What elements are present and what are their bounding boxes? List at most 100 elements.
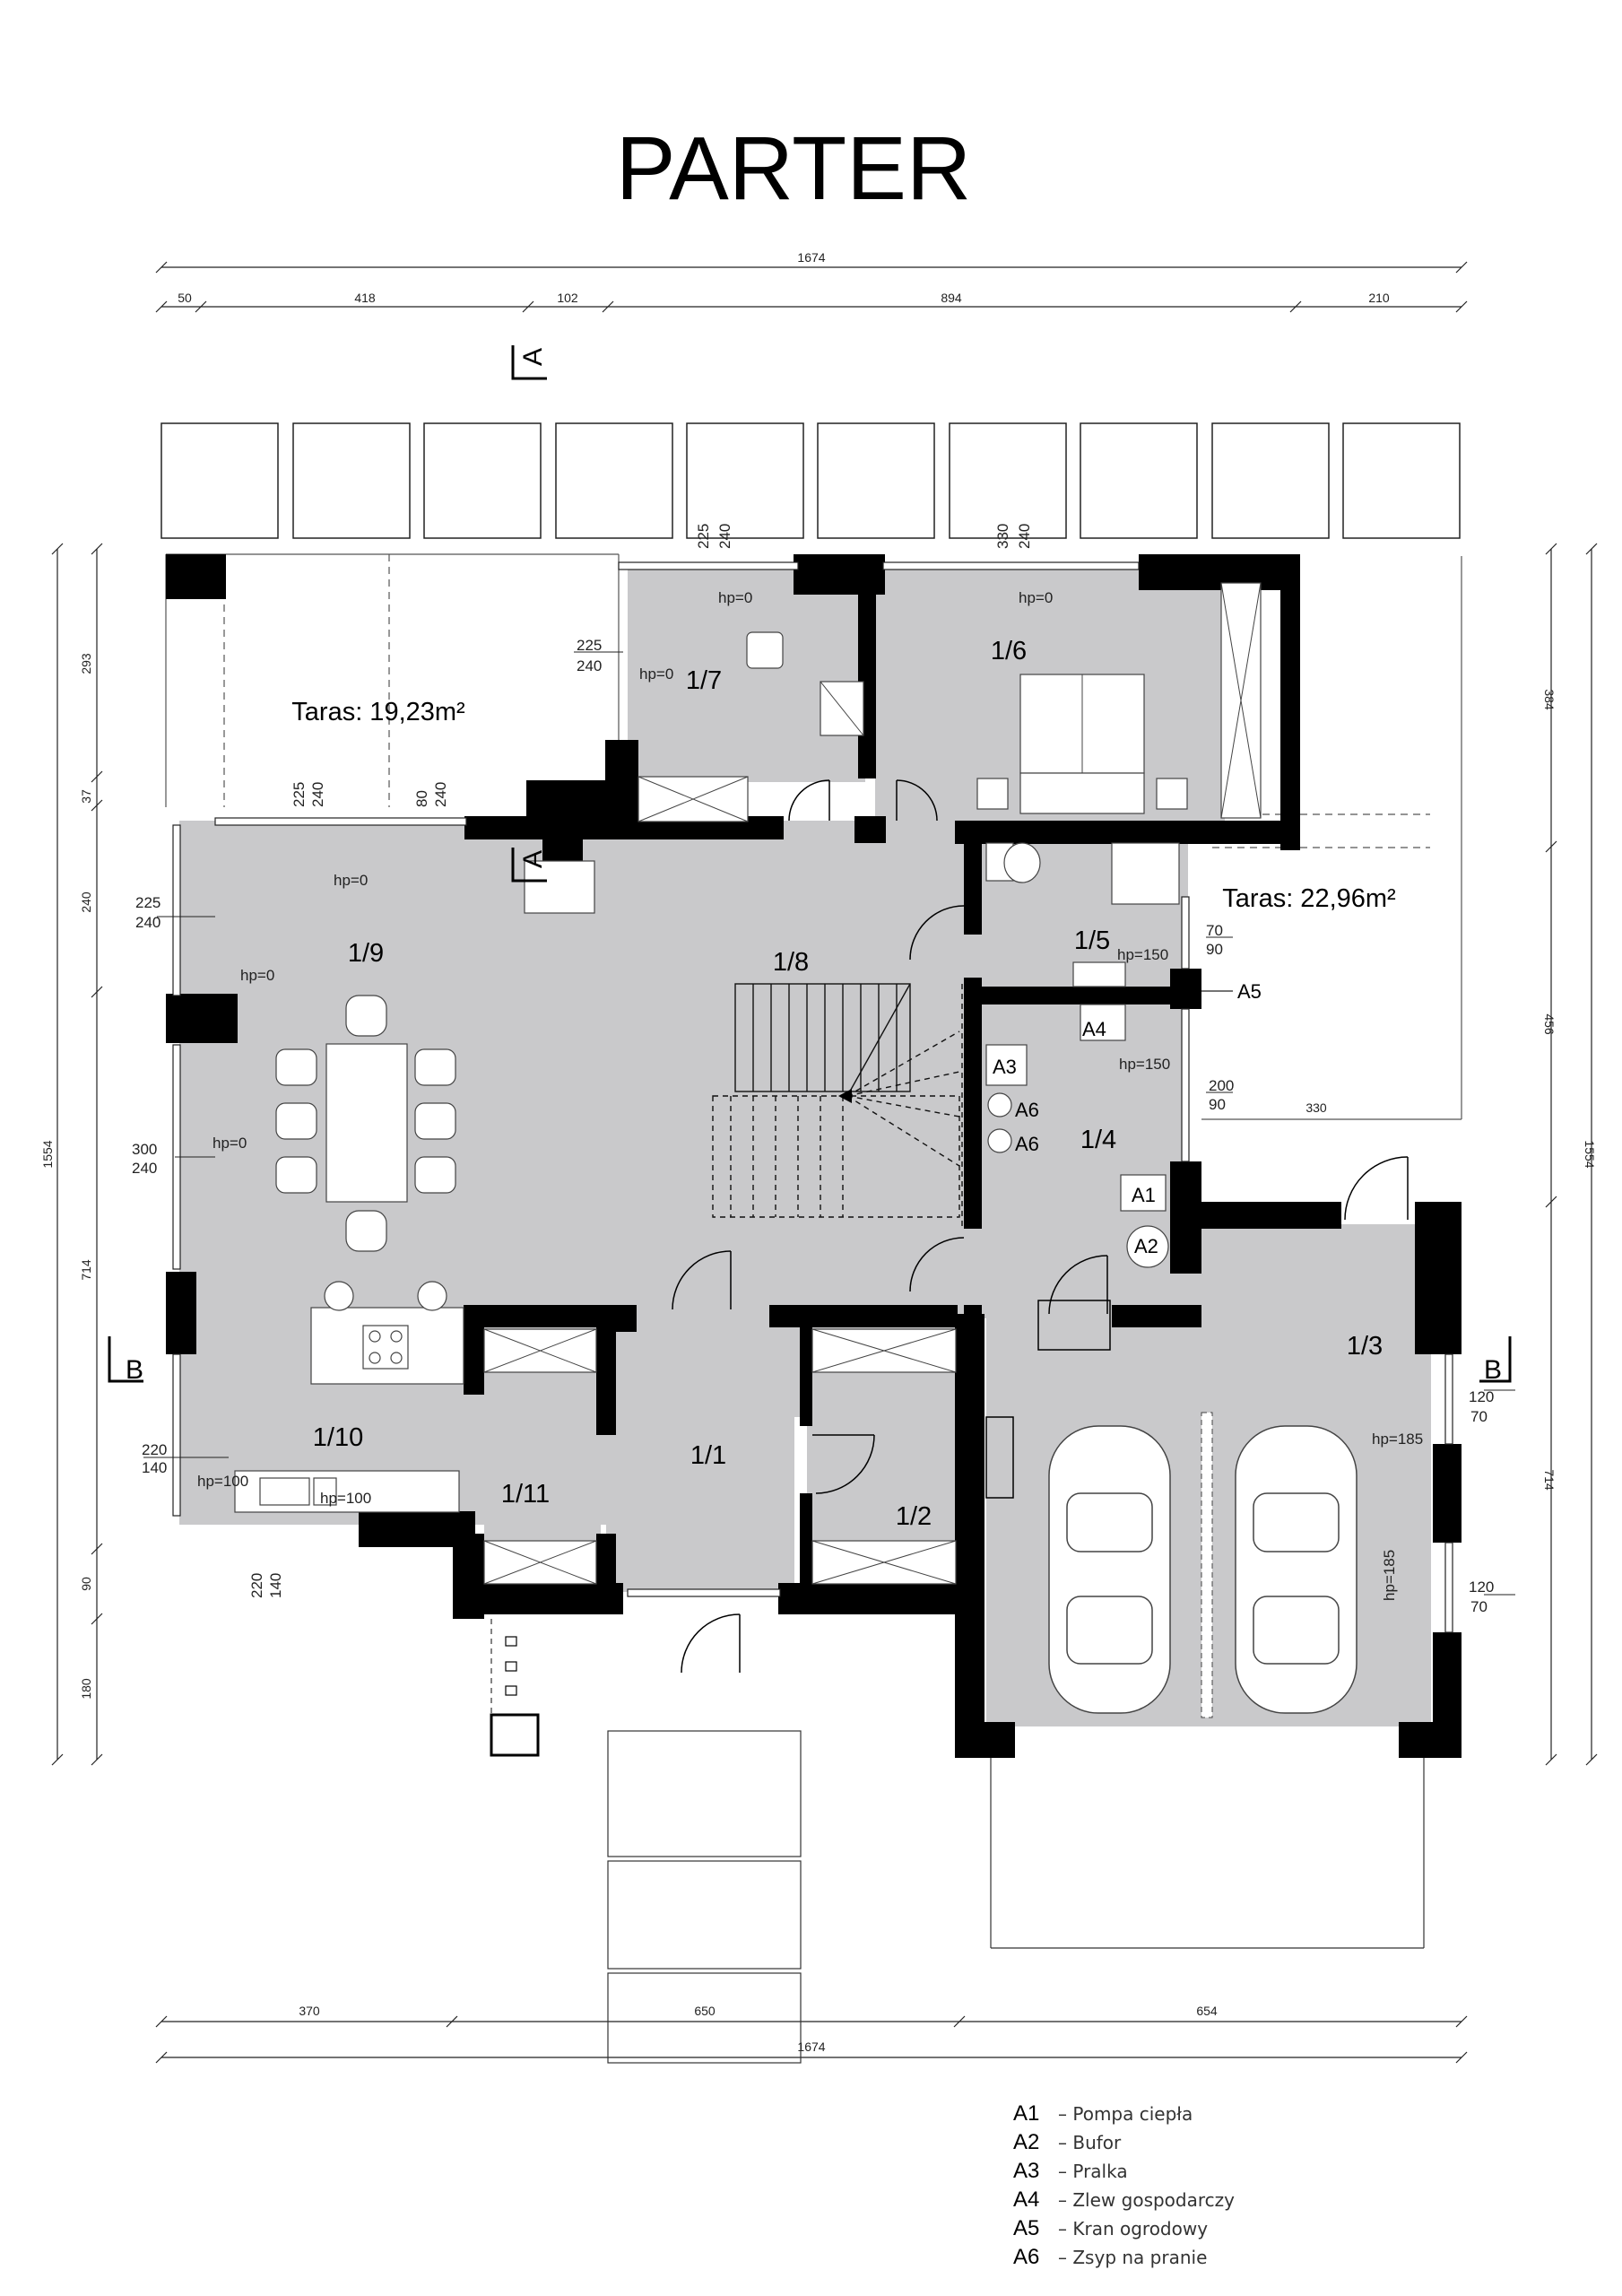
dimensions-right [1545,543,1598,1766]
equipment-a5: A5 [1237,980,1262,1003]
hp-label: hp=0 [213,1135,247,1152]
dimensions-top [155,261,1468,313]
wardrobe-marks [483,582,1262,1585]
room-label-1-2: 1/2 [896,1502,932,1531]
dim-top-seg: 210 [1368,291,1390,305]
section-a-top: A [518,348,548,366]
room-label-1-3: 1/3 [1347,1332,1383,1361]
stair-arrow-icon [838,1089,852,1103]
dim-top-seg: 894 [941,291,962,305]
opening-size: 200 [1209,1077,1234,1094]
hp-label: hp=150 [1119,1056,1170,1073]
opening-size: 120 [1469,1578,1494,1596]
legend-desc: – Zlew gospodarczy [1058,2189,1235,2211]
opening-size: 240 [135,914,160,931]
dim-left-seg: 180 [79,1678,93,1700]
legend: A1 – Pompa ciepła A2 – Bufor A3 – Pralka… [1013,2101,1235,2269]
opening-size: 240 [577,657,602,674]
opening-labels [143,651,1515,1596]
dim-left-overall: 1554 [40,1140,55,1168]
room-label-1-8: 1/8 [773,948,809,977]
equipment-a3: A3 [993,1056,1017,1078]
opening-size: 70 [1206,922,1223,939]
hp-label: hp=100 [197,1473,248,1490]
opening-size: 90 [1209,1096,1226,1113]
opening-size: 225 [695,524,712,549]
hp-label: hp=0 [718,589,752,606]
paving [490,1619,1425,2064]
dimensions-left [51,543,103,1766]
room-label-1-11: 1/11 [501,1480,550,1509]
dimensions-bottom [155,2015,1468,2064]
opening-size: 240 [432,782,449,807]
opening-size: 70 [1470,1408,1488,1425]
dim-left-seg: 293 [79,653,93,674]
plan-title: PARTER [616,118,971,219]
opening-size: 225 [291,782,308,807]
dim-top-overall: 1674 [797,250,825,265]
section-b-left: B [126,1355,143,1385]
hp-label: hp=0 [334,872,368,889]
opening-size: 225 [135,894,160,911]
pergola-slats [160,422,1461,539]
opening-size: 240 [716,524,733,549]
opening-size: 220 [142,1441,167,1458]
dim-bottom-seg: 370 [299,2004,320,2018]
dim-garage-top: 330 [1305,1100,1327,1115]
walls[interactable] [166,554,1462,1758]
equipment-a6: A6 [1015,1133,1039,1155]
opening-size: 300 [132,1141,157,1158]
legend-desc: – Pralka [1058,2161,1128,2182]
legend-code: A3 [1013,2159,1039,2183]
hp-label: hp=0 [240,967,274,984]
opening-size: 220 [248,1573,265,1598]
car-icon [1048,1425,1171,1714]
legend-desc: – Kran ogrodowy [1058,2218,1208,2239]
hp-label: hp=0 [1019,589,1053,606]
garage-drain [1201,1412,1213,1718]
dim-left-seg: 90 [79,1577,93,1591]
dim-left-seg: 714 [79,1259,93,1281]
opening-size: 140 [267,1573,284,1598]
dim-right-overall: 1554 [1583,1140,1597,1168]
dim-right-seg: 384 [1542,689,1557,710]
room-label-1-6: 1/6 [991,637,1027,665]
opening-size: 330 [994,524,1011,549]
dim-bottom-overall: 1674 [797,2039,825,2054]
section-b-right: B [1484,1355,1502,1385]
section-a-bottom: A [518,850,548,868]
terrace-west-label: Taras: 19,23m² [291,698,465,726]
equipment-a4: A4 [1082,1018,1106,1040]
legend-code: A2 [1013,2130,1039,2154]
legend-code: A5 [1013,2216,1039,2240]
doors[interactable] [672,779,1409,1674]
hp-label: hp=185 [1381,1550,1398,1601]
terrace-east-label: Taras: 22,96m² [1222,884,1396,913]
hp-label: hp=185 [1372,1431,1423,1448]
dim-top-seg: 418 [354,291,376,305]
opening-size: 225 [577,637,602,654]
hp-label: hp=150 [1117,946,1168,963]
legend-code: A6 [1013,2245,1039,2269]
room-label-1-1: 1/1 [690,1441,726,1470]
room-label-1-4: 1/4 [1080,1126,1116,1154]
legend-code: A4 [1013,2187,1039,2212]
legend-desc: – Bufor [1058,2132,1122,2153]
hp-label: hp=100 [320,1490,371,1507]
room-label-1-7: 1/7 [686,666,722,695]
legend-desc: – Zsyp na pranie [1058,2247,1207,2268]
opening-size: 120 [1469,1388,1494,1405]
opening-size: 140 [142,1459,167,1476]
opening-size: 70 [1470,1598,1488,1615]
dim-right-seg: 456 [1542,1013,1557,1035]
dim-right-seg: 714 [1542,1469,1557,1491]
staircase [712,983,963,1229]
equipment-a6: A6 [1015,1099,1039,1121]
equipment-a2: A2 [1134,1235,1158,1257]
opening-size: 240 [1016,524,1033,549]
mail-slots [505,1636,517,1696]
room-label-1-10: 1/10 [313,1423,363,1452]
dim-left-seg: 240 [79,891,93,913]
equipment-a1: A1 [1132,1184,1156,1206]
